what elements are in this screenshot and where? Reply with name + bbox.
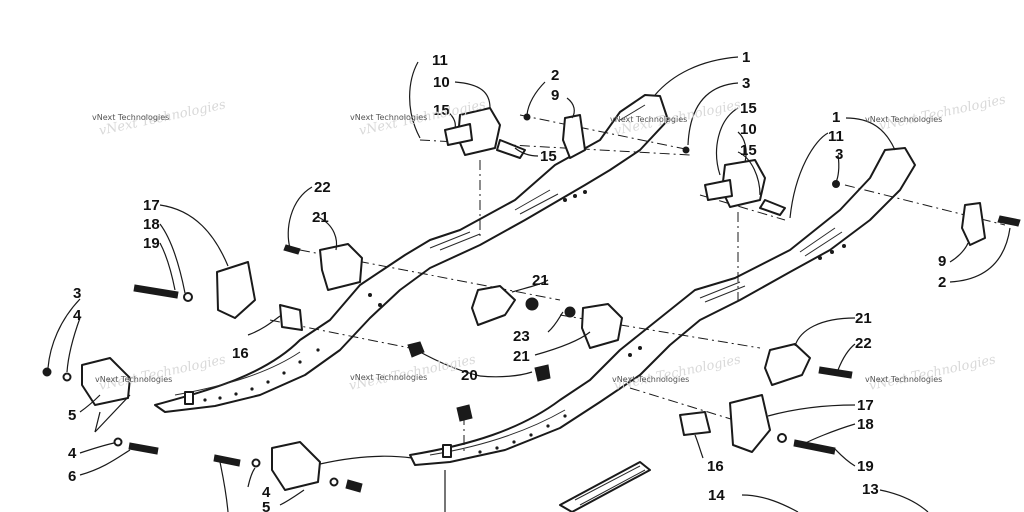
- callout-15: 15: [740, 100, 757, 117]
- callout-1: 1: [742, 49, 750, 66]
- bushing-16-left: [279, 304, 303, 331]
- end-cap-17-left: [216, 261, 256, 319]
- hardware: [42, 107, 1021, 493]
- callout-labels: 1 3 11 10 2 9 15 15 15 10 15 11 1 3 9 2 …: [68, 49, 946, 512]
- callout-15: 15: [433, 102, 450, 119]
- bushing-16-right: [679, 411, 711, 436]
- callout-17: 17: [857, 397, 874, 414]
- callout-4: 4: [262, 484, 271, 501]
- callout-23: 23: [513, 328, 530, 345]
- callout-16: 16: [232, 345, 249, 362]
- callout-3: 3: [742, 75, 750, 92]
- bracket-21-right: [764, 343, 811, 386]
- watermark-text: vNext Technologies: [350, 113, 427, 122]
- callout-22: 22: [314, 179, 331, 196]
- callout-19: 19: [857, 458, 874, 475]
- svg-text:vNext Technologies: vNext Technologies: [868, 352, 998, 394]
- callout-3: 3: [73, 285, 81, 302]
- callout-16: 16: [707, 458, 724, 475]
- watermark-text: vNext Technologies: [92, 113, 169, 122]
- watermark-text: vNext Technologies: [612, 375, 689, 384]
- watermark-text: vNext Technologies: [95, 375, 172, 384]
- watermark-text: vNext Technologies: [610, 115, 687, 124]
- callout-2: 2: [551, 67, 559, 84]
- callout-18: 18: [857, 416, 874, 433]
- callout-6: 6: [68, 468, 76, 485]
- watermark-text: vNext Technologies: [350, 373, 427, 382]
- leader-lines: [47, 56, 1011, 512]
- end-cap-17-right: [729, 394, 771, 453]
- callout-3: 3: [835, 146, 843, 163]
- callout-15: 15: [740, 142, 757, 159]
- callout-5: 5: [68, 407, 76, 424]
- callout-9: 9: [938, 253, 946, 270]
- watermark-text: vNext Technologies: [865, 375, 942, 384]
- block-9-top: [562, 114, 586, 159]
- callout-15: 15: [540, 148, 557, 165]
- callout-19: 19: [143, 235, 160, 252]
- callout-14: 14: [708, 487, 725, 504]
- svg-text:vNext Technologies: vNext Technologies: [878, 92, 1008, 134]
- callout-2: 2: [938, 274, 946, 291]
- bracket-21-lower: [581, 303, 623, 349]
- callout-22: 22: [855, 335, 872, 352]
- callout-5: 5: [262, 499, 270, 512]
- end-cap-5-bottom: [271, 441, 321, 491]
- callout-21: 21: [312, 209, 329, 226]
- callout-17: 17: [143, 197, 160, 214]
- callout-21: 21: [855, 310, 872, 327]
- callout-20: 20: [461, 367, 478, 384]
- callout-11: 11: [828, 128, 844, 145]
- right-slide-rail: [409, 147, 916, 466]
- callout-9: 9: [551, 87, 559, 104]
- callout-10: 10: [433, 74, 450, 91]
- callout-21: 21: [532, 272, 549, 289]
- bracket-21-mid: [471, 285, 516, 326]
- watermark-text: vNext Technologies: [865, 115, 942, 124]
- block-9-right: [961, 202, 986, 246]
- callout-13: 13: [862, 481, 879, 498]
- end-cap-5-left: [81, 357, 131, 406]
- callout-4: 4: [73, 307, 82, 324]
- callout-18: 18: [143, 216, 160, 233]
- callout-21: 21: [513, 348, 530, 365]
- callout-4: 4: [68, 445, 77, 462]
- callout-1: 1: [832, 109, 840, 126]
- callout-11: 11: [432, 52, 448, 69]
- bracket-21-upper-left: [319, 243, 363, 291]
- callout-10: 10: [740, 121, 757, 138]
- left-slide-rail: [154, 94, 669, 413]
- lower-cross-bar: [559, 461, 651, 512]
